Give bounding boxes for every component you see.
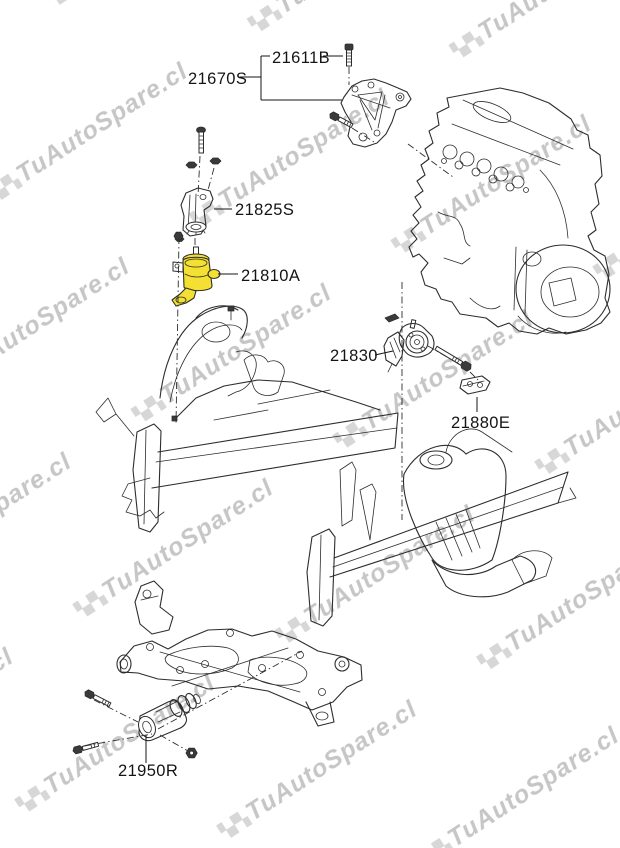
roll-rod-mount-21950R — [138, 692, 201, 742]
part-label-21950R: 21950R — [118, 762, 178, 780]
part-label-21611B: 21611B — [272, 49, 330, 67]
mount-through-bolt — [434, 345, 472, 372]
transmission-mount-21830 — [383, 313, 435, 373]
engine-block — [408, 87, 611, 335]
subframe-crossmember — [116, 580, 363, 727]
flange-nut — [185, 747, 198, 759]
mount-bracket-21670S — [340, 78, 412, 148]
support-bracket-21880E — [459, 375, 491, 395]
part-label-21825S: 21825S — [235, 201, 294, 219]
roll-rod-bolt-lower — [72, 741, 100, 755]
insulator-bracket-21825S — [180, 126, 222, 237]
part-label-21830: 21830 — [330, 347, 378, 365]
front-side-member-right — [306, 428, 577, 627]
stud-bolt-21611B — [344, 43, 354, 67]
label-leader-lines — [145, 55, 478, 763]
engine-mount-21810A — [171, 221, 221, 307]
part-label-21670S: 21670S — [188, 70, 247, 88]
flange-bolt — [329, 111, 354, 129]
roll-rod-bolt-upper — [84, 689, 112, 707]
assembly-axis-lines — [83, 67, 479, 752]
part-label-21880E: 21880E — [451, 414, 510, 432]
front-side-member-left — [95, 305, 399, 533]
part-label-21810A: 21810A — [241, 267, 300, 285]
